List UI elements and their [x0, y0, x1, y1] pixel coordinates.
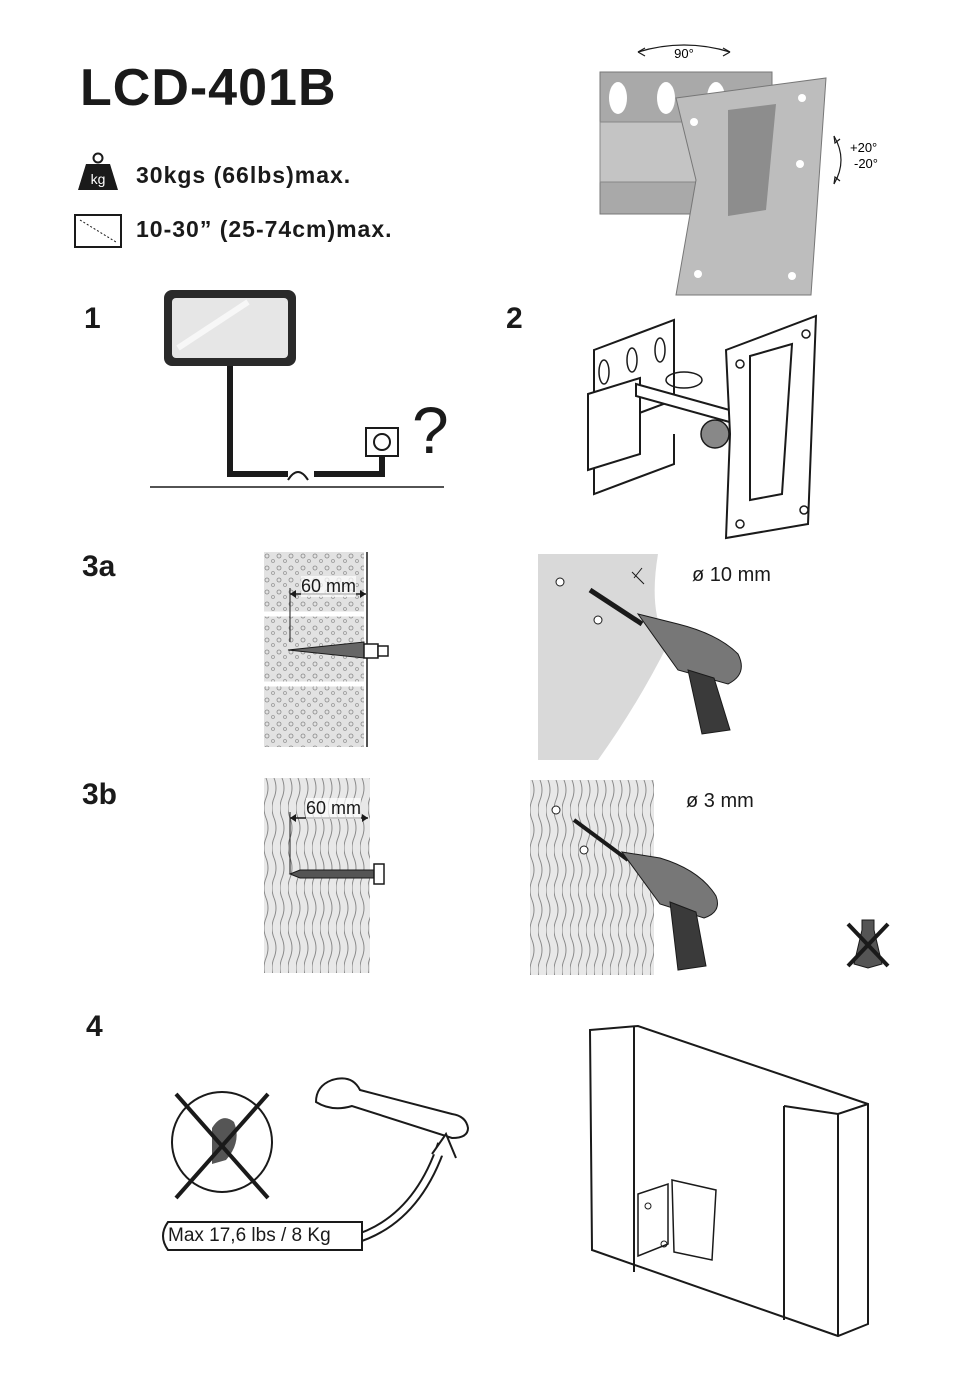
weight-icon-text: kg — [91, 171, 106, 187]
tilt-down-label: -20° — [854, 156, 878, 171]
step-1-illustration — [150, 290, 444, 488]
no-anchor-icon — [846, 919, 890, 969]
step-3a-drill-label: ø 10 mm — [692, 564, 771, 586]
step-3a-number: 3a — [82, 550, 116, 583]
rotation-label: 90° — [674, 46, 694, 61]
tilt-up-label: +20° — [850, 140, 877, 155]
weight-spec: 30kgs (66lbs)max. — [136, 162, 352, 188]
screen-size-icon — [74, 214, 122, 248]
step-3a-drill-illustration — [538, 554, 742, 760]
step-3b-drill-label: ø 3 mm — [686, 790, 754, 812]
step-3b-drill-illustration — [530, 780, 718, 975]
step-4-number: 4 — [86, 1010, 103, 1043]
step-2-number: 2 — [506, 302, 523, 335]
step-4-torque-label: Max 17,6 lbs / 8 Kg — [168, 1225, 331, 1246]
weight-icon: kg — [78, 152, 118, 190]
model-title: LCD-401B — [80, 59, 337, 117]
step-3b-number: 3b — [82, 778, 118, 811]
step-2-bracket-drawing — [587, 314, 818, 540]
step-4-mounted-tv — [588, 1024, 869, 1338]
step-3b-depth-label: 60 mm — [306, 798, 362, 819]
outlet-question-mark: ? — [412, 393, 449, 467]
step-3a-depth-label: 60 mm — [301, 576, 357, 597]
step-1-number: 1 — [84, 302, 101, 335]
step-4-wrench-illustration — [162, 1077, 470, 1251]
size-spec: 10-30” (25-74cm)max. — [136, 216, 393, 242]
bracket-product-image: 90° +20° -20° — [599, 44, 878, 296]
